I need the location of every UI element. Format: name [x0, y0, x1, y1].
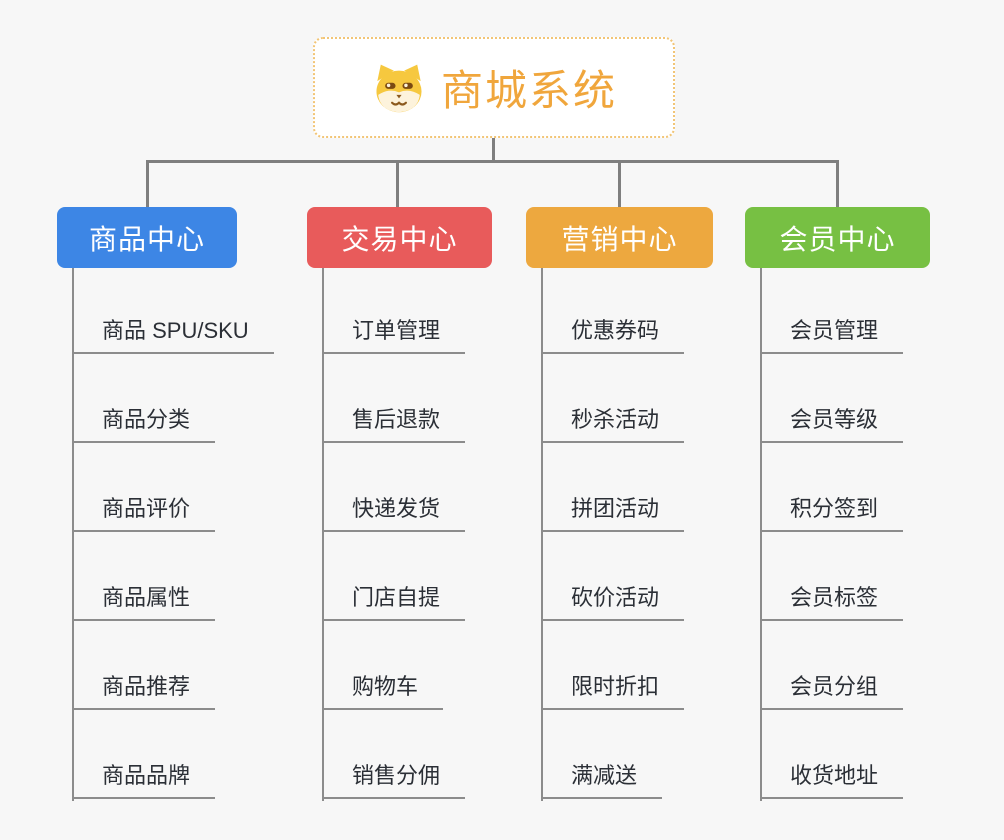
leaf-node[interactable]: 商品品牌 [72, 761, 216, 799]
branch-header-trade-center[interactable]: 交易中心 [307, 207, 492, 268]
leaf-node[interactable]: 会员分组 [760, 672, 904, 710]
branch-header-member-center[interactable]: 会员中心 [745, 207, 930, 268]
leaf-node[interactable]: 会员标签 [760, 583, 904, 621]
leaf-node[interactable]: 商品分类 [72, 405, 216, 443]
leaf-node[interactable]: 商品推荐 [72, 672, 216, 710]
leaf-node[interactable]: 售后退款 [322, 405, 466, 443]
branch-header-marketing-center[interactable]: 营销中心 [526, 207, 713, 268]
leaf-node[interactable]: 会员管理 [760, 316, 904, 354]
leaf-node[interactable]: 商品 SPU/SKU [72, 316, 274, 354]
connector-drop [618, 160, 621, 208]
leaf-node[interactable]: 快递发货 [322, 494, 466, 532]
leaf-node[interactable]: 购物车 [322, 672, 444, 710]
leaf-node[interactable]: 收货地址 [760, 761, 904, 799]
branch-trunk-line [72, 268, 74, 801]
shiba-dog-icon [376, 64, 422, 112]
leaf-node[interactable]: 优惠券码 [541, 316, 685, 354]
leaf-node[interactable]: 拼团活动 [541, 494, 685, 532]
root-node[interactable]: 商城系统 [313, 37, 675, 138]
leaf-node[interactable]: 砍价活动 [541, 583, 685, 621]
branch-trunk-line [760, 268, 762, 801]
connector-root-vertical [492, 138, 495, 162]
connector-drop [396, 160, 399, 208]
leaf-node[interactable]: 满减送 [541, 761, 663, 799]
connector-horizontal-bar [146, 160, 839, 163]
connector-drop [146, 160, 149, 208]
root-node-label: 商城系统 [440, 67, 617, 114]
leaf-node[interactable]: 限时折扣 [541, 672, 685, 710]
leaf-node[interactable]: 商品属性 [72, 583, 216, 621]
leaf-node[interactable]: 商品评价 [72, 494, 216, 532]
leaf-node[interactable]: 会员等级 [760, 405, 904, 443]
leaf-node[interactable]: 秒杀活动 [541, 405, 685, 443]
branch-trunk-line [541, 268, 543, 801]
leaf-node[interactable]: 积分签到 [760, 494, 904, 532]
branch-header-product-center[interactable]: 商品中心 [57, 207, 237, 268]
connector-drop [836, 160, 839, 208]
leaf-node[interactable]: 门店自提 [322, 583, 466, 621]
leaf-node[interactable]: 订单管理 [322, 316, 466, 354]
branch-trunk-line [322, 268, 324, 801]
leaf-node[interactable]: 销售分佣 [322, 761, 466, 799]
